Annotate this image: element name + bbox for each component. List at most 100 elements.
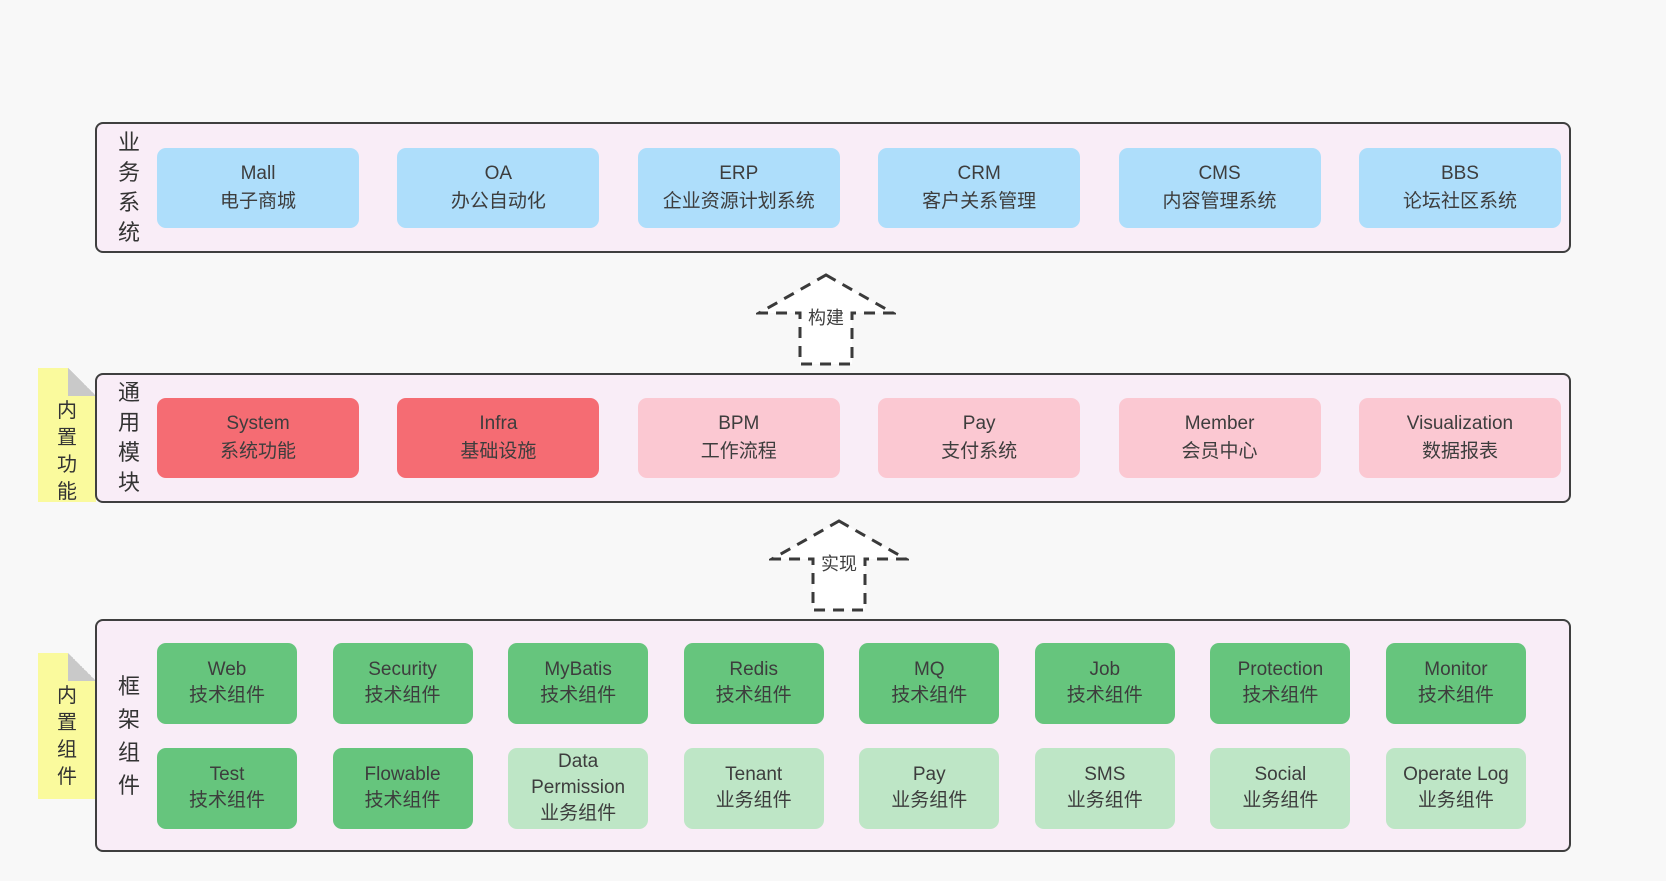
box-tenant: Tenant 业务组件 [683, 747, 824, 829]
box-title: Tenant [725, 764, 783, 785]
box-subtitle: 业务组件 [891, 790, 968, 811]
modules-boxes-row: System 系统功能 Infra 基础设施 BPM 工作流程 Pay 支付系统… [157, 398, 1561, 478]
box-subtitle: 技术组件 [1066, 685, 1143, 706]
box-title: Member [1184, 413, 1255, 434]
box-title: Infra [479, 413, 518, 434]
box-mybatis: MyBatis 技术组件 [508, 642, 649, 724]
folded-corner-icon [68, 653, 96, 681]
box-title: BBS [1440, 162, 1479, 184]
band-common-modules: 通用模块 System 系统功能 Infra 基础设施 BPM 工作流程 Pay… [95, 373, 1571, 503]
box-job: Job 技术组件 [1034, 642, 1175, 724]
band-framework-components: 框架组件 Web 技术组件 Security 技术组件 MyBatis 技术组件… [95, 619, 1571, 852]
box-subtitle: 技术组件 [891, 685, 968, 706]
box-system: System 系统功能 [157, 398, 359, 478]
box-title: Web [207, 659, 247, 680]
box-redis: Redis 技术组件 [683, 642, 824, 724]
box-title: SMS [1084, 764, 1126, 785]
box-subtitle: 业务组件 [1417, 790, 1494, 811]
business-boxes-row: Mall 电子商城 OA 办公自动化 ERP 企业资源计划系统 CRM 客户关系… [157, 147, 1561, 228]
box-operate-log: Operate Log 业务组件 [1385, 747, 1526, 829]
box-subtitle: 内容管理系统 [1162, 190, 1277, 212]
box-mall: Mall 电子商城 [157, 147, 359, 228]
box-subtitle: 数据报表 [1421, 441, 1498, 462]
box-social: Social 业务组件 [1210, 747, 1351, 829]
box-erp: ERP 企业资源计划系统 [637, 147, 840, 228]
arrow-build: 构建 [756, 273, 896, 366]
box-title: CMS [1198, 162, 1241, 184]
sticky-note-built-in-components: 内置组件 [38, 653, 96, 799]
box-title: System [226, 413, 290, 434]
box-subtitle: 业务组件 [1242, 790, 1319, 811]
box-subtitle: 会员中心 [1181, 441, 1258, 462]
band-components-label: 框架组件 [117, 673, 140, 798]
box-subtitle: 企业资源计划系统 [662, 190, 815, 212]
box-title: Monitor [1424, 659, 1488, 680]
box-subtitle: 技术组件 [188, 685, 265, 706]
box-subtitle: 办公自动化 [450, 190, 546, 212]
box-title: Redis [729, 659, 778, 680]
box-subtitle: 工作流程 [700, 441, 777, 462]
box-subtitle: 支付系统 [941, 441, 1018, 462]
arrow-build-label-wrap: 构建 [756, 304, 896, 330]
folded-corner-icon [68, 368, 96, 396]
box-subtitle: 业务组件 [715, 790, 792, 811]
box-title: Pay [962, 413, 996, 434]
box-web: Web 技术组件 [157, 642, 297, 724]
box-title: Security [368, 659, 437, 680]
box-subtitle: 技术组件 [188, 790, 265, 811]
band-business-systems: 业务系统 Mall 电子商城 OA 办公自动化 ERP 企业资源计划系统 CRM… [95, 122, 1571, 253]
box-subtitle: 业务组件 [540, 803, 617, 824]
box-title: Job [1089, 659, 1121, 680]
box-pay-component: Pay 业务组件 [859, 747, 1000, 829]
box-crm: CRM 客户关系管理 [878, 147, 1081, 228]
box-title: Mall [240, 162, 276, 184]
box-title: Data Permission [531, 751, 626, 798]
box-mq: MQ 技术组件 [859, 642, 1000, 724]
arrow-implement-label: 实现 [818, 554, 860, 574]
box-title: OA [484, 162, 513, 184]
box-title: MQ [913, 659, 945, 680]
box-sms: SMS 业务组件 [1034, 747, 1175, 829]
box-subtitle: 客户关系管理 [922, 190, 1037, 212]
box-visualization: Visualization 数据报表 [1358, 398, 1561, 478]
box-bpm: BPM 工作流程 [637, 398, 840, 478]
box-test: Test 技术组件 [157, 747, 297, 829]
box-subtitle: 电子商城 [219, 190, 296, 212]
box-title: MyBatis [544, 659, 612, 680]
sticky-note-text: 内置功能 [57, 400, 77, 503]
box-subtitle: 系统功能 [219, 441, 296, 462]
box-subtitle: 论坛社区系统 [1402, 190, 1517, 212]
box-title: BPM [718, 413, 760, 434]
arrow-implement-label-wrap: 实现 [769, 550, 909, 576]
components-row-1: Web 技术组件 Security 技术组件 MyBatis 技术组件 Redi… [157, 642, 1526, 724]
box-title: Social [1254, 764, 1307, 785]
box-pay: Pay 支付系统 [878, 398, 1081, 478]
box-subtitle: 技术组件 [364, 790, 441, 811]
box-cms: CMS 内容管理系统 [1118, 147, 1321, 228]
box-subtitle: 技术组件 [364, 685, 441, 706]
band-modules-label: 通用模块 [117, 380, 140, 495]
box-subtitle: 技术组件 [1242, 685, 1319, 706]
box-subtitle: 基础设施 [460, 441, 537, 462]
box-monitor: Monitor 技术组件 [1385, 642, 1526, 724]
box-flowable: Flowable 技术组件 [332, 747, 473, 829]
box-title: Operate Log [1403, 764, 1509, 785]
box-member: Member 会员中心 [1118, 398, 1321, 478]
box-title: Flowable [364, 764, 441, 785]
band-business-label: 业务系统 [117, 129, 140, 245]
box-infra: Infra 基础设施 [397, 398, 600, 478]
components-row-2: Test 技术组件 Flowable 技术组件 Data Permission … [157, 747, 1526, 829]
arrow-implement: 实现 [769, 519, 909, 612]
box-protection: Protection 技术组件 [1210, 642, 1351, 724]
box-subtitle: 技术组件 [715, 685, 792, 706]
box-title: CRM [957, 162, 1001, 184]
box-title: Test [209, 764, 245, 785]
box-subtitle: 技术组件 [1417, 685, 1494, 706]
box-title: Protection [1237, 659, 1324, 680]
arrow-build-label: 构建 [805, 308, 847, 328]
box-title: Pay [912, 764, 946, 785]
box-title: ERP [719, 162, 759, 184]
box-data-permission: Data Permission 业务组件 [508, 747, 649, 829]
box-security: Security 技术组件 [332, 642, 473, 724]
box-subtitle: 技术组件 [540, 685, 617, 706]
